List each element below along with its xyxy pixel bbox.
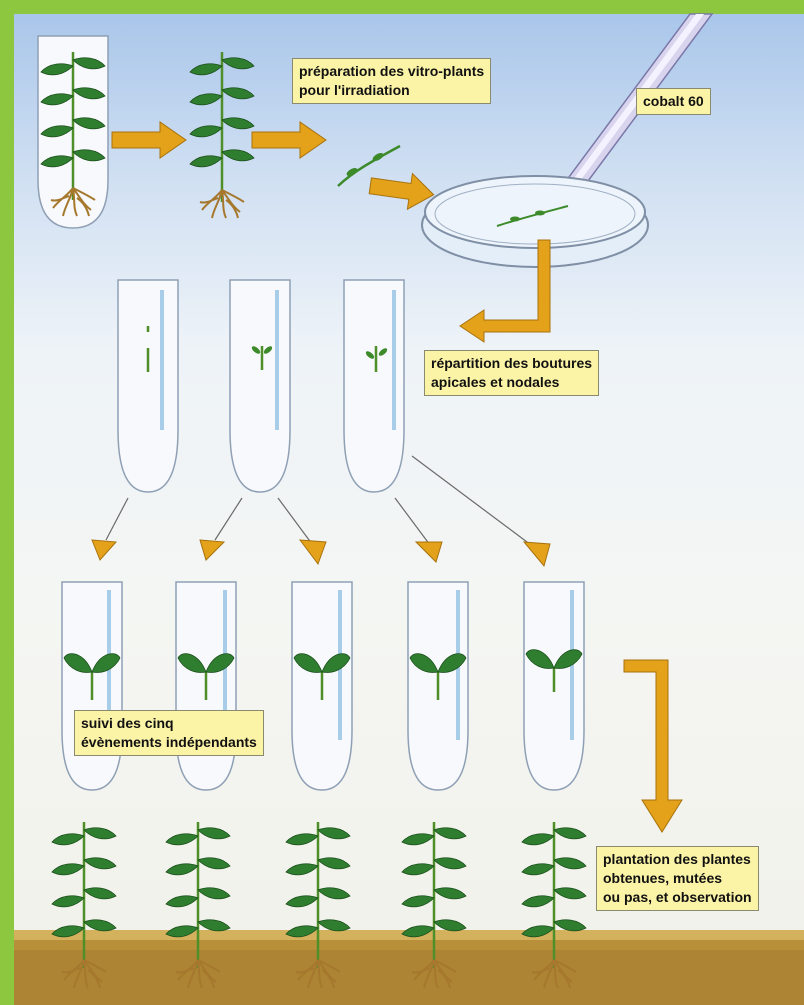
label-plantation-line3: ou pas, et observation xyxy=(603,888,752,907)
stem-cutting xyxy=(338,146,400,186)
cutting-tube-3 xyxy=(344,280,404,492)
label-preparation-line1: préparation des vitro-plants xyxy=(299,62,484,81)
label-plantation: plantation des plantes obtenues, mutées … xyxy=(596,846,759,911)
cutting-tube-2 xyxy=(230,280,290,492)
label-plantation-line2: obtenues, mutées xyxy=(603,869,752,888)
label-repartition: répartition des boutures apicales et nod… xyxy=(424,350,599,396)
label-preparation: préparation des vitro-plants pour l'irra… xyxy=(292,58,491,104)
label-suivi-line1: suivi des cinq xyxy=(81,714,257,733)
cutting-tube-1 xyxy=(118,280,178,492)
label-repartition-line1: répartition des boutures xyxy=(431,354,592,373)
vitro-plant xyxy=(190,52,254,218)
label-suivi-line2: évènements indépendants xyxy=(81,733,257,752)
process-arrows-top xyxy=(112,122,436,213)
label-plantation-line1: plantation des plantes xyxy=(603,850,752,869)
label-cobalt-text: cobalt 60 xyxy=(643,92,704,111)
top-culture-tube xyxy=(38,36,108,228)
label-cobalt: cobalt 60 xyxy=(636,88,711,115)
label-suivi: suivi des cinq évènements indépendants xyxy=(74,710,264,756)
plantation-arrow xyxy=(624,660,682,832)
soil xyxy=(14,930,804,1005)
label-preparation-line2: pour l'irradiation xyxy=(299,81,484,100)
label-repartition-line2: apicales et nodales xyxy=(431,373,592,392)
distribution-arrowheads xyxy=(92,540,550,566)
petri-dish xyxy=(422,176,648,267)
